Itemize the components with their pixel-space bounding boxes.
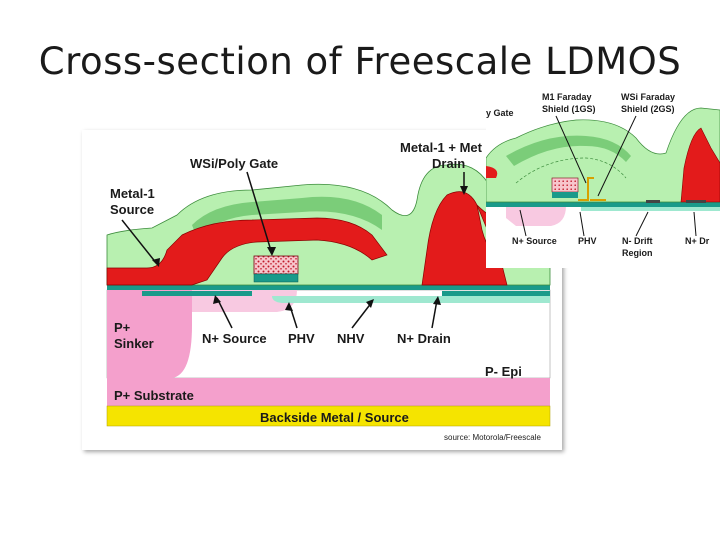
inset-wsi-shield-label-2: Shield (2GS) [621, 104, 675, 114]
metal1-source-label-2: Source [110, 202, 154, 217]
inset-phv-label: PHV [578, 236, 597, 246]
metal1-drain-label-2: Drain [432, 156, 465, 171]
inset-gate-label: y Gate [486, 108, 514, 118]
nhv-label: NHV [337, 331, 365, 346]
inset-n-drain-label: N+ Dr [685, 236, 710, 246]
inset-n-drift-label-2: Region [622, 248, 653, 258]
inset-n-source-label: N+ Source [512, 236, 557, 246]
source-credit: source: Motorola/Freescale [444, 433, 541, 442]
p-sinker-label-2: Sinker [114, 336, 154, 351]
inset-metal-drain [680, 127, 720, 203]
poly-gate [253, 255, 299, 275]
p-substrate-region [107, 378, 550, 406]
inset-n-drift-label-1: N- Drift [622, 236, 653, 246]
ldmos-cross-section-figure: WSi/Poly Gate Metal-1 + Met Drain Metal-… [82, 130, 562, 450]
faraday-shield-inset-figure: y Gate M1 Faraday Shield (1GS) WSi Farad… [485, 88, 720, 268]
gate-leader [246, 171, 273, 255]
n-drain-label: N+ Drain [397, 331, 451, 346]
n-drain-implant [442, 291, 550, 296]
metal1-source [106, 217, 388, 286]
n-source-label: N+ Source [202, 331, 267, 346]
p-sinker-region [107, 290, 192, 378]
p-epi-label: P- Epi [485, 364, 522, 379]
inset-m1-shield [578, 177, 594, 201]
inset-m1-shield-label-2: Shield (1GS) [542, 104, 596, 114]
inset-diagram: y Gate M1 Faraday Shield (1GS) WSi Farad… [485, 92, 720, 268]
inset-oxide [485, 107, 720, 203]
phv-label: PHV [288, 331, 315, 346]
surface-stripe [107, 285, 550, 290]
inset-poly-gate [551, 177, 579, 193]
cross-section-diagram: WSi/Poly Gate Metal-1 + Met Drain Metal-… [106, 140, 551, 442]
slide-title: Cross-section of Freescale LDMOS [38, 40, 682, 83]
wsi-poly-gate-label: WSi/Poly Gate [190, 156, 278, 171]
inset-wsi-shield-label-1: WSi Faraday [621, 92, 675, 102]
gate-silicide [253, 273, 299, 283]
n-source-implant [142, 291, 252, 296]
backside-metal-label: Backside Metal / Source [260, 410, 409, 425]
p-sinker-label-1: P+ [114, 320, 131, 335]
p-substrate-label: P+ Substrate [114, 388, 194, 403]
metal1-source-label-1: Metal-1 [110, 186, 155, 201]
inset-drift [581, 207, 720, 211]
backside-metal [106, 405, 551, 427]
nhv-region [272, 296, 550, 303]
inset-m1-shield-label-1: M1 Faraday [542, 92, 592, 102]
inset-phv [506, 206, 566, 226]
inset-surface-stripe [486, 202, 720, 207]
field-oxide-band [192, 196, 382, 238]
metal1-drain-label-1: Metal-1 + Met [400, 140, 483, 155]
